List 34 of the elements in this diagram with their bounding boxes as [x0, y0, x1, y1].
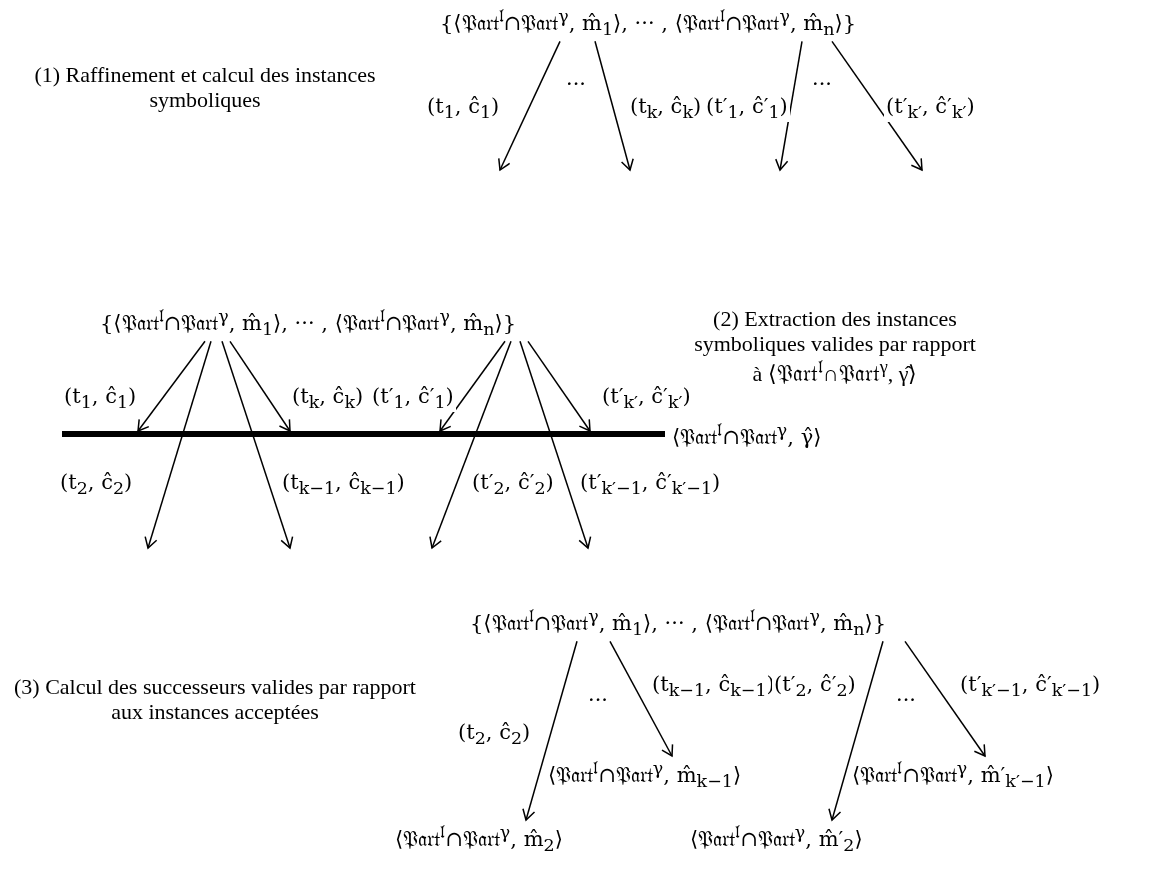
ellipsis: ··· — [812, 72, 833, 97]
step-caption: (3) Calcul des successeurs valides par rapport aux instances acceptées — [13, 674, 417, 725]
arrow — [429, 340, 512, 549]
arrow — [229, 340, 291, 432]
arrow — [137, 340, 206, 432]
arrow — [594, 40, 634, 171]
arrow — [527, 340, 591, 432]
arrow — [775, 40, 803, 171]
arrow — [144, 340, 212, 549]
ellipsis: ··· — [896, 688, 917, 713]
step-caption: (1) Raffinement et calcul des instances symboliques — [33, 62, 377, 113]
arrow — [221, 340, 294, 549]
arrow — [519, 340, 592, 549]
arrow — [828, 640, 884, 821]
step-caption: (2) Extraction des instances symboliques valides par rapport à ⟨𝔓𝔞𝔯𝔱$^{𝔩}$∩𝔓𝔞𝔯𝔱$^{γ}$, γ̂⟩ — [693, 306, 977, 387]
arrow — [498, 40, 561, 171]
set-formula: {⟨𝔓𝔞𝔯𝔱$^{𝔩}$∩𝔓𝔞𝔯𝔱$^{γ}$, m̂$_{1}$⟩, ··· , ⟨𝔓𝔞𝔯𝔱$^{𝔩}$∩𝔓𝔞𝔯𝔱$^{γ}$, m̂$_{n}$⟩} — [470, 606, 887, 640]
arrow — [522, 640, 578, 821]
state-formula: ⟨𝔓𝔞𝔯𝔱$^{𝔩}$∩𝔓𝔞𝔯𝔱$^{γ}$, m̂$_{2}$⟩ — [395, 822, 563, 856]
bar-label: ⟨𝔓𝔞𝔯𝔱$^{𝔩}$∩𝔓𝔞𝔯𝔱$^{γ}$, γ̂⟩ — [672, 420, 822, 450]
state-formula: ⟨𝔓𝔞𝔯𝔱$^{𝔩}$∩𝔓𝔞𝔯𝔱$^{γ}$, m̂′$_{2}$⟩ — [690, 822, 863, 856]
ellipsis: ··· — [566, 72, 587, 97]
state-formula: ⟨𝔓𝔞𝔯𝔱$^{𝔩}$∩𝔓𝔞𝔯𝔱$^{γ}$, m̂′$_{k′−1}$⟩ — [852, 758, 1054, 792]
arrow — [831, 40, 923, 171]
state-formula: ⟨𝔓𝔞𝔯𝔱$^{𝔩}$∩𝔓𝔞𝔯𝔱$^{γ}$, m̂$_{k−1}$⟩ — [548, 758, 742, 792]
arrow — [904, 640, 986, 757]
arrow — [609, 640, 674, 757]
set-formula: {⟨𝔓𝔞𝔯𝔱$^{𝔩}$∩𝔓𝔞𝔯𝔱$^{γ}$, m̂$_{1}$⟩, ··· , ⟨𝔓𝔞𝔯𝔱$^{𝔩}$∩𝔓𝔞𝔯𝔱$^{γ}$, m̂$_{n}$⟩} — [440, 6, 857, 40]
set-formula: {⟨𝔓𝔞𝔯𝔱$^{𝔩}$∩𝔓𝔞𝔯𝔱$^{γ}$, m̂$_{1}$⟩, ··· , ⟨𝔓𝔞𝔯𝔱$^{𝔩}$∩𝔓𝔞𝔯𝔱$^{γ}$, m̂$_{n}$⟩} — [100, 306, 517, 340]
edge-label: (t′$_{1}$, ĉ′$_{1}$) — [704, 94, 790, 123]
ellipsis: ··· — [588, 688, 609, 713]
arrow — [439, 340, 506, 432]
edge-label: (t′$_{1}$, ĉ′$_{1}$) — [370, 384, 456, 413]
threshold-bar — [62, 431, 665, 437]
